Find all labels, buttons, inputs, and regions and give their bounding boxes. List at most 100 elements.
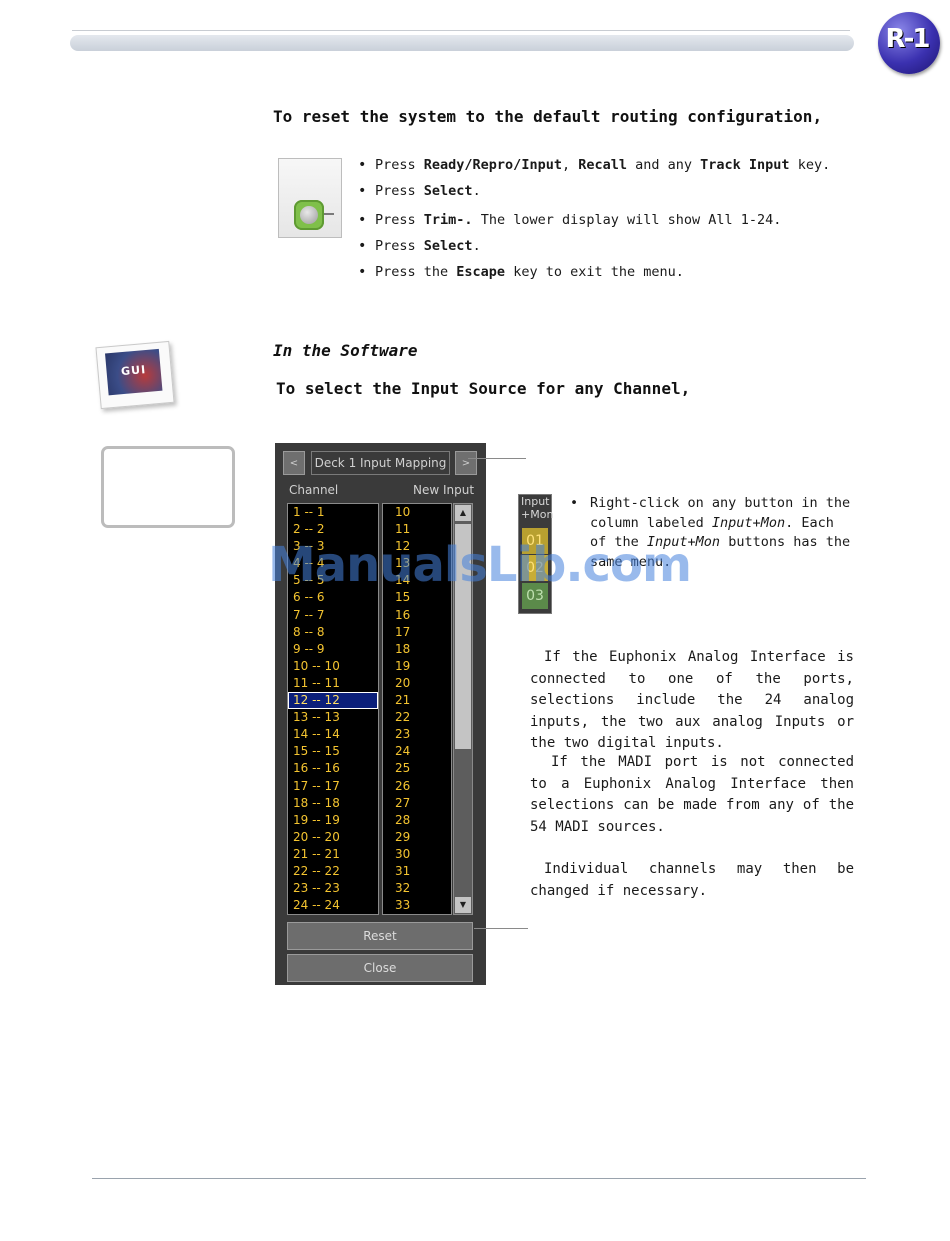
bold-term: Ready/Repro/Input	[423, 157, 562, 173]
channel-row[interactable]: 4 -- 4	[293, 556, 325, 571]
channel-row[interactable]: 23 -- 23	[293, 881, 340, 896]
input-row[interactable]: 13	[395, 556, 411, 571]
new-input-column-header: New Input	[413, 483, 475, 497]
channel-row[interactable]: 10 -- 10	[293, 658, 340, 673]
input-mon-button[interactable]: 01	[522, 528, 548, 554]
title-callout-line	[468, 458, 526, 459]
input-row[interactable]: 14	[395, 573, 411, 588]
input-row[interactable]: 23	[395, 727, 411, 742]
individual-channels-paragraph: Individual channels may then be changed …	[530, 861, 854, 899]
channel-row[interactable]: 5 -- 5	[293, 573, 325, 588]
input-scrollbar[interactable]: ▲ ▼	[453, 503, 473, 915]
input-row[interactable]: 16	[395, 607, 411, 622]
text-run: .	[472, 183, 481, 199]
channel-row[interactable]: 1 -- 1	[293, 505, 325, 519]
input-row[interactable]: 22	[395, 710, 411, 725]
input-row[interactable]: 24	[395, 744, 411, 759]
knob-stem	[324, 213, 334, 215]
reset-button[interactable]: Reset	[287, 922, 473, 950]
knob-body	[294, 200, 324, 230]
strip-label-2: +Mon	[521, 508, 554, 521]
channel-row[interactable]: 19 -- 19	[293, 812, 340, 827]
channel-row[interactable]: 20 -- 20	[293, 829, 340, 844]
input-row[interactable]: 31	[395, 863, 411, 878]
scroll-up-button[interactable]: ▲	[455, 505, 471, 521]
prev-deck-button[interactable]: <	[283, 451, 305, 475]
input-row[interactable]: 17	[395, 624, 411, 639]
madi-paragraph: If the MADI port is not connected to a E…	[530, 754, 854, 835]
input-row[interactable]: 32	[395, 881, 411, 896]
next-deck-button[interactable]: >	[455, 451, 477, 475]
input-row[interactable]: 21	[395, 693, 411, 708]
input-row[interactable]: 27	[395, 795, 411, 810]
input-mon-strip: Input +Mon 01 02 03	[518, 494, 554, 614]
text-run: . Each of the	[590, 514, 834, 551]
analog-interface-paragraph: If the Euphonix Analog Interface is conn…	[530, 649, 854, 751]
channel-list[interactable]: 1 -- 1 2 -- 2 3 -- 3 4 -- 4 5 -- 5 6 -- 6 7 --…	[287, 503, 379, 915]
channel-row[interactable]: 14 -- 14	[293, 727, 340, 742]
channel-row[interactable]: 6 -- 6	[293, 590, 325, 605]
right-click-note: • Right-click on any button in the colum…	[570, 494, 854, 572]
channel-row[interactable]: 17 -- 17	[293, 778, 340, 793]
channel-row[interactable]: 15 -- 15	[293, 744, 340, 759]
channel-row[interactable]: 11 -- 11	[293, 675, 340, 690]
channel-row[interactable]: 2 -- 2	[293, 522, 325, 537]
input-row[interactable]: 20	[395, 675, 411, 690]
channel-row[interactable]: 24 -- 24	[293, 898, 340, 913]
text-run: Press the	[375, 264, 457, 280]
input-row[interactable]: 29	[395, 829, 411, 844]
input-mon-button[interactable]: 02	[522, 555, 548, 581]
input-mon-button[interactable]: 03	[522, 583, 548, 609]
reset-steps-list: Press Ready/Repro/Input, Recall and any …	[358, 152, 830, 285]
text-run: Press	[375, 238, 424, 254]
reset-step: Press Ready/Repro/Input, Recall and any …	[358, 152, 830, 178]
channel-row[interactable]: 8 -- 8	[293, 624, 325, 639]
new-input-list[interactable]: 10 11 12 13 14 15 16 17 18 19 20 21 22 23 24 25 26 27 28 29…	[382, 503, 452, 915]
input-row[interactable]: 25	[395, 761, 411, 776]
bold-term: Select	[423, 183, 473, 199]
footer-rule	[92, 1178, 866, 1179]
input-row[interactable]: 15	[395, 590, 411, 605]
channel-row[interactable]: 3 -- 3	[293, 539, 325, 554]
watermark: ManualsLib.com	[268, 537, 692, 593]
logo-text: R-1	[885, 24, 931, 54]
italic-term: Input+Mon	[646, 534, 721, 550]
channel-row[interactable]: 16 -- 16	[293, 761, 340, 776]
window-title: Deck 1 Input Mapping	[311, 451, 450, 475]
bold-term: Recall	[578, 157, 627, 173]
channel-row[interactable]: 7 -- 7	[293, 607, 325, 622]
channel-row[interactable]: 18 -- 18	[293, 795, 340, 810]
input-row[interactable]: 33	[395, 898, 411, 913]
reset-step: Press Select.	[358, 178, 830, 204]
text-run: The lower display will show All 1-24.	[472, 212, 782, 228]
input-row[interactable]: 30	[395, 846, 411, 861]
input-row[interactable]: 26	[395, 778, 411, 793]
channel-row[interactable]: 21 -- 21	[293, 846, 340, 861]
input-row[interactable]: 18	[395, 641, 411, 656]
channel-row[interactable]: 13 -- 13	[293, 710, 340, 725]
scroll-thumb[interactable]	[455, 524, 471, 749]
text-run: Right-click on any button in the column …	[590, 495, 851, 531]
gui-screen: GUI	[105, 348, 163, 396]
input-row[interactable]: 12	[395, 539, 411, 554]
italic-term: Input+Mon	[711, 514, 786, 531]
input-row[interactable]: 11	[395, 522, 411, 537]
channel-row[interactable]: 9 -- 9	[293, 641, 325, 656]
channel-row[interactable]: 22 -- 22	[293, 863, 340, 878]
channel-row[interactable]: 12 -- 12	[288, 692, 378, 710]
text-run: Press	[375, 212, 424, 228]
text-run: key to exit the menu.	[505, 264, 684, 280]
input-row[interactable]: 28	[395, 812, 411, 827]
gui-icon: GUI	[95, 340, 175, 410]
text-run: Press	[375, 183, 424, 199]
software-subheading: In the Software	[273, 341, 418, 360]
input-row[interactable]: 10	[395, 505, 411, 519]
reset-step: Press the Escape key to exit the menu.	[358, 259, 830, 285]
reset-callout-line	[474, 928, 528, 929]
scroll-down-button[interactable]: ▼	[455, 897, 471, 913]
bold-term: Select	[423, 238, 473, 254]
trim-knob-icon	[278, 158, 342, 238]
input-row[interactable]: 19	[395, 658, 411, 673]
right-click-text: Right-click on any button in the column …	[572, 494, 854, 572]
close-button[interactable]: Close	[287, 954, 473, 982]
